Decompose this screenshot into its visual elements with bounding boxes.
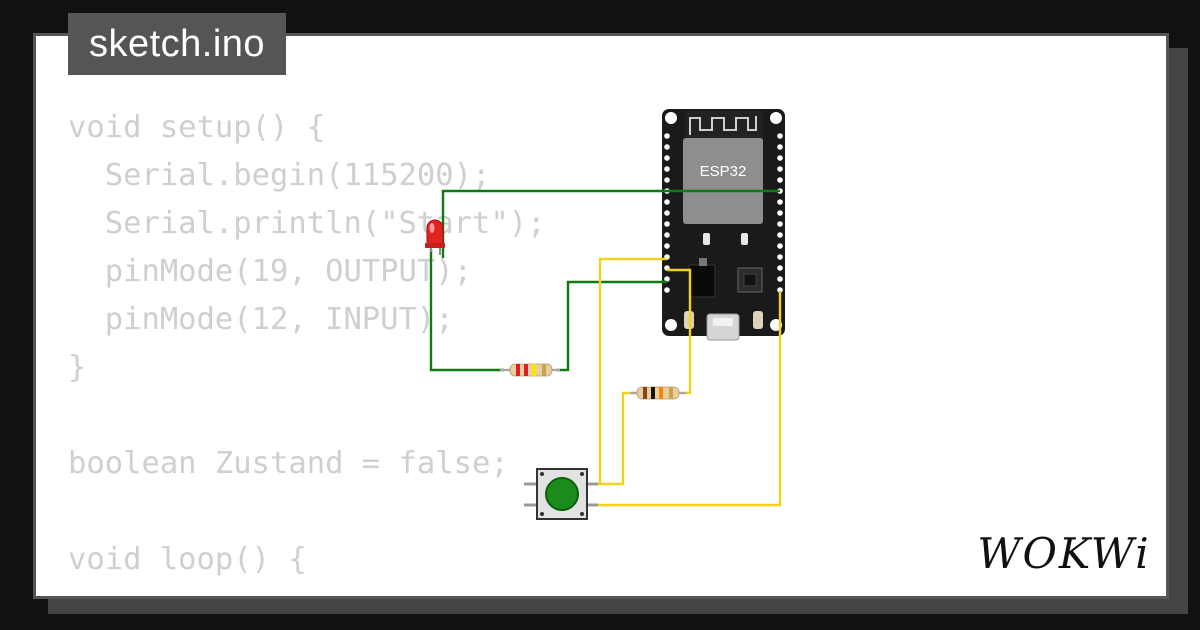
header-pin[interactable] [664,221,670,227]
esp32-board[interactable]: ESP32 [662,109,785,341]
wokwi-logo: WOKWi [978,529,1150,576]
wire-yellow-button-vcc[interactable] [584,291,782,507]
mounting-hole [665,112,677,124]
header-pin[interactable] [777,265,783,271]
file-tab[interactable]: sketch.ino [68,13,286,75]
header-pin[interactable] [777,177,783,183]
header-pin[interactable] [664,243,670,249]
pin-header-left [664,133,670,293]
header-pin[interactable] [664,177,670,183]
header-pin[interactable] [664,133,670,139]
logo-text: WOKWi [978,529,1150,576]
header-pin[interactable] [664,144,670,150]
boot-button[interactable] [753,311,763,329]
code-line: boolean Zustand = false; [68,446,509,481]
wire-yellow-pulldown[interactable] [584,391,636,486]
esp32-module-shield [683,138,763,224]
header-pin[interactable] [777,133,783,139]
code-line: void setup() { [68,110,326,145]
header-pin[interactable] [664,276,670,282]
code-line: Serial.begin(115200); [68,158,491,193]
code-line: } [68,350,87,385]
wire-green-resistor-right[interactable] [556,280,667,372]
header-pin[interactable] [664,287,670,293]
pushbutton[interactable] [524,468,598,520]
header-pin[interactable] [777,221,783,227]
header-pin[interactable] [777,155,783,161]
wire-green-resistor-left[interactable] [429,249,504,372]
button-cap[interactable] [545,477,579,511]
header-pin[interactable] [664,210,670,216]
header-pin[interactable] [777,243,783,249]
header-pin[interactable] [777,254,783,260]
code-line: void loop() { [68,542,307,577]
chip-label: ESP32 [700,163,747,180]
code-line: pinMode(19, OUTPUT); [68,254,472,289]
resistor[interactable] [500,363,560,377]
header-pin[interactable] [777,144,783,150]
header-pin[interactable] [777,287,783,293]
mounting-hole [665,319,677,331]
header-pin[interactable] [664,199,670,205]
red-led[interactable] [425,219,445,255]
header-pin[interactable] [777,210,783,216]
code-preview: void setup() { Serial.begin(115200); Ser… [68,104,545,584]
header-pin[interactable] [777,232,783,238]
resistor[interactable] [630,386,686,400]
header-pin[interactable] [777,199,783,205]
pin-header-right [777,133,783,293]
header-pin[interactable] [664,232,670,238]
header-pin[interactable] [664,155,670,161]
header-pin[interactable] [777,276,783,282]
mounting-hole [770,112,782,124]
code-line: Serial.println("Start"); [68,206,546,241]
header-pin[interactable] [777,166,783,172]
header-pin[interactable] [664,166,670,172]
